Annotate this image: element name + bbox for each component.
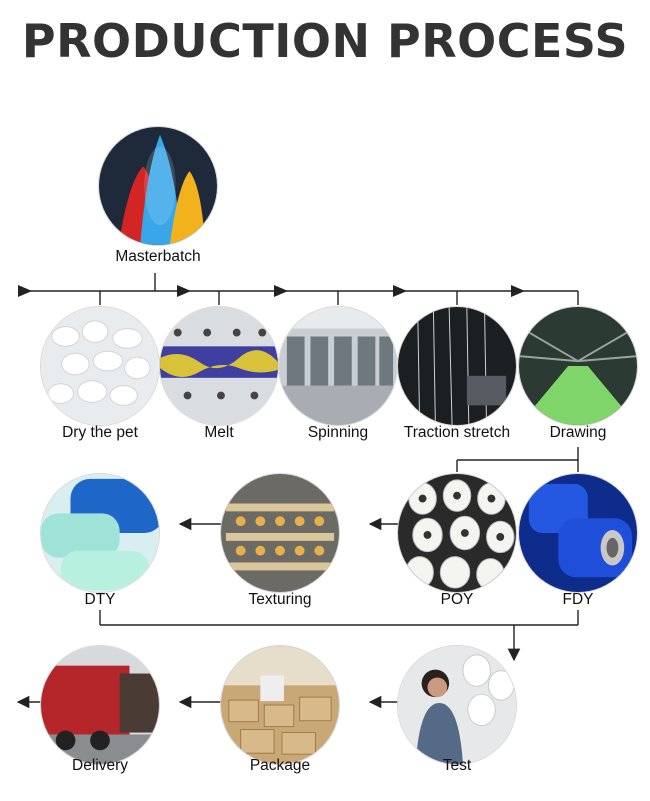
- traction-stretch-photo-icon: [397, 306, 517, 426]
- label-package: Package: [249, 757, 311, 774]
- label-drawing: Drawing: [549, 424, 607, 441]
- package-photo-icon: [220, 645, 340, 765]
- timeline-arrow-5: [511, 285, 525, 297]
- fdy-photo-icon: [518, 473, 638, 593]
- delivery-photo-icon: [40, 645, 160, 765]
- timeline-arrow-1: [18, 285, 32, 297]
- label-poy: POY: [440, 591, 474, 608]
- test-photo-icon: [397, 645, 517, 765]
- masterbatch-photo-icon: [98, 126, 218, 246]
- timeline-arrow-4: [393, 285, 407, 297]
- label-melt: Melt: [204, 424, 234, 441]
- page-title: PRODUCTION PROCESS: [21, 14, 629, 68]
- drawing-photo-icon: [518, 306, 638, 426]
- label-fdy: FDY: [562, 591, 594, 608]
- dty-photo-icon: [40, 473, 160, 593]
- poy-photo-icon: [397, 473, 517, 593]
- label-texturing: Texturing: [248, 591, 312, 608]
- dry-pet-photo-icon: [40, 306, 160, 426]
- label-dry-the-pet: Dry the pet: [62, 424, 138, 441]
- label-traction-stretch: Traction stretch: [403, 424, 511, 441]
- melt-photo-icon: [159, 306, 279, 426]
- timeline-arrow-2: [177, 285, 191, 297]
- label-dty: DTY: [84, 591, 116, 608]
- spinning-photo-icon: [278, 306, 398, 426]
- texturing-photo-icon: [220, 473, 340, 593]
- label-masterbatch: Masterbatch: [115, 248, 201, 265]
- timeline-arrow-3: [274, 285, 288, 297]
- label-test: Test: [442, 757, 472, 774]
- label-delivery: Delivery: [72, 757, 128, 774]
- label-spinning: Spinning: [307, 424, 369, 441]
